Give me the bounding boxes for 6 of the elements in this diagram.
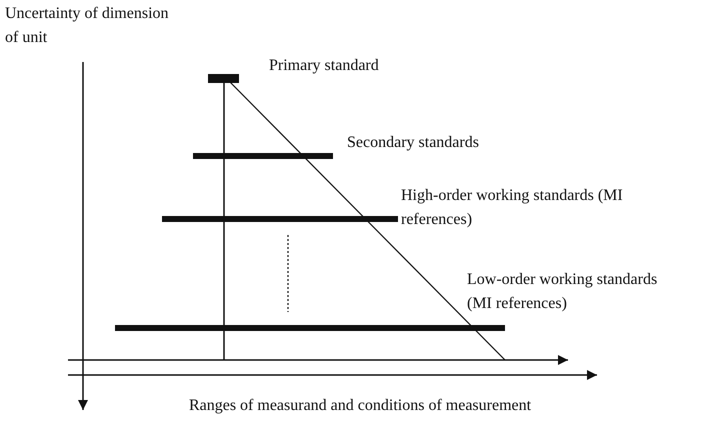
axis-title: Uncertainty of dimension of unit xyxy=(5,5,169,46)
axis-title: Ranges of measurand and conditions of measurement xyxy=(188,397,532,414)
bar-label: Primary standard xyxy=(269,57,379,74)
bar-label: Low-order working standards (MI references) xyxy=(467,271,658,312)
bar-label: Secondary standards xyxy=(347,134,479,151)
bar-label: High-order working standards (MI references) xyxy=(401,187,623,228)
